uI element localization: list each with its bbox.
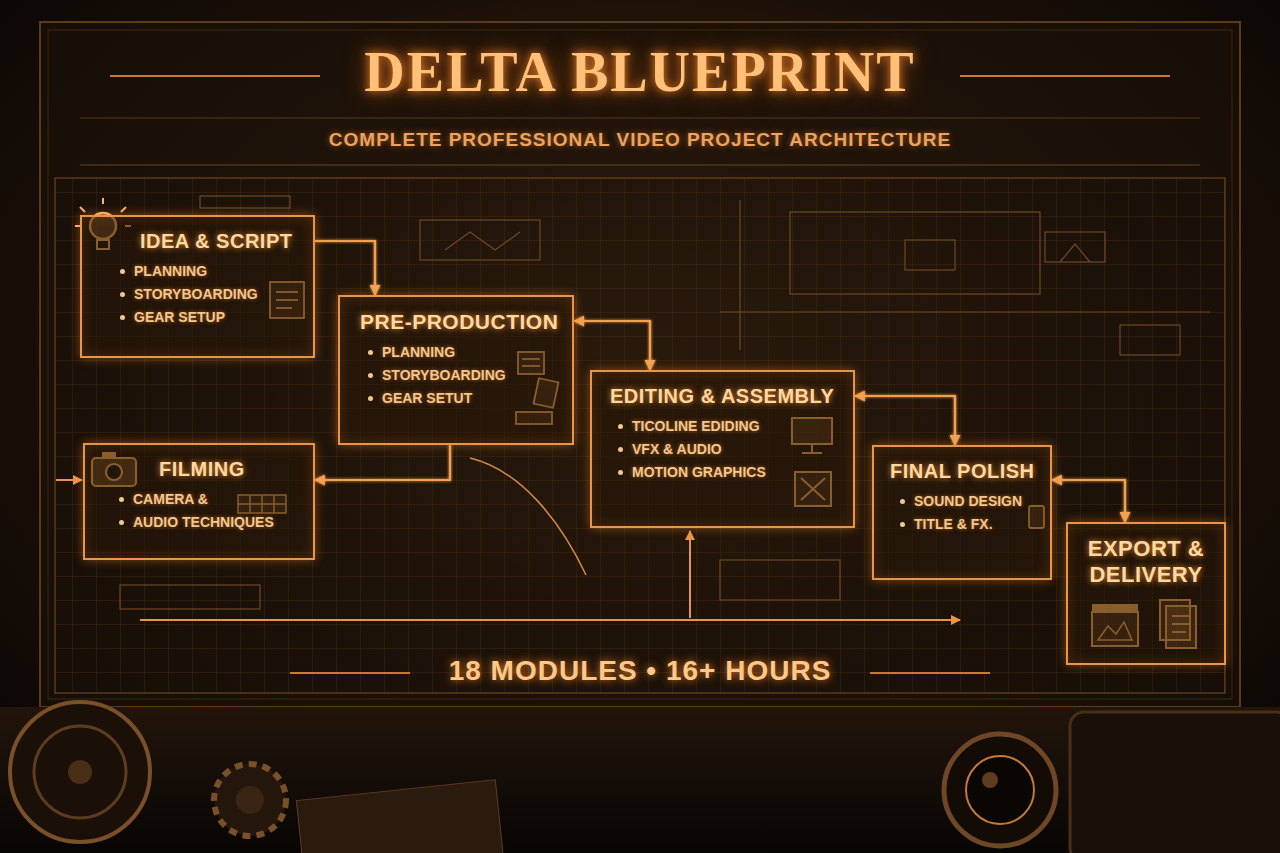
bullet-text: VFX & AUDIO [632, 441, 722, 458]
diagram-title: DELTA BLUEPRINT [0, 40, 1280, 104]
paper-sheet [296, 780, 503, 853]
bullet-dot [120, 269, 125, 274]
flow-connector [855, 479, 872, 481]
bullet-dot [618, 424, 623, 429]
bullet-text: SOUND DESIGN [914, 493, 1022, 510]
sketch-rect [200, 196, 290, 208]
camera-prop [944, 712, 1280, 853]
sketch-rect [720, 560, 840, 600]
flow-connector [315, 445, 450, 480]
gear [214, 764, 286, 836]
process-box: FINAL POLISH SOUND DESIGN TITLE & FX. [872, 445, 1052, 580]
bullet-text: PLANNING [382, 344, 455, 361]
process-box: EXPORT & DELIVERY [1066, 522, 1226, 665]
flow-connector [207, 358, 209, 443]
bullet-dot [368, 373, 373, 378]
header-rule [80, 164, 1200, 165]
film-reel [10, 702, 150, 842]
process-box: FILMING CAMERA & AUDIO TECHNIQUES [83, 443, 315, 560]
bullet-text: TITLE & FX. [914, 516, 993, 533]
timeline-line [140, 619, 960, 621]
camera-prop-body [1070, 712, 1280, 853]
board [40, 22, 1240, 707]
bullet-item: TITLE & FX. [900, 516, 1036, 533]
sketch-zigzag [445, 232, 520, 250]
bullet-dot [119, 520, 124, 525]
bullet-item: SOUND DESIGN [900, 493, 1036, 510]
reel-rim [10, 702, 150, 842]
sketch-line [739, 200, 740, 350]
bullet-item: VFX & AUDIO [618, 441, 839, 458]
bullet-dot [900, 499, 905, 504]
bullet-text: STORYBOARDING [382, 367, 506, 384]
bullet-item: STORYBOARDING [368, 367, 558, 384]
bullet-dot [618, 470, 623, 475]
box-heading: EXPORT & DELIVERY [1076, 536, 1216, 589]
sketch-rect [905, 240, 955, 270]
reel-ring [34, 726, 126, 818]
process-box: IDEA & SCRIPT PLANNING STORYBOARDING GEAR S… [80, 215, 315, 358]
camera-prop-glass [966, 756, 1034, 824]
sketch-rect [1120, 325, 1180, 355]
feed-line [689, 531, 691, 618]
bullet-text: PLANNING [134, 263, 207, 280]
flow-connector [1052, 480, 1125, 522]
title-rule [960, 75, 1170, 77]
bullet-item: CAMERA & [119, 491, 299, 508]
sketch-rect [1045, 232, 1105, 262]
bullet-text: GEAR SETUP [134, 309, 225, 326]
gear-hub [236, 786, 264, 814]
process-box: EDITING & ASSEMBLY TICOLINE EDIDING VFX & … [590, 370, 855, 528]
bullet-dot [900, 522, 905, 527]
bullet-item: STORYBOARDING [120, 286, 299, 303]
bullet-item: PLANNING [120, 263, 299, 280]
box-heading: EDITING & ASSEMBLY [610, 384, 839, 408]
bullet-text: CAMERA & [133, 491, 208, 508]
flow-connector [574, 404, 590, 406]
stats-rule [290, 672, 410, 674]
bullet-item: MOTION GRAPHICS [618, 464, 839, 481]
bullet-dot [368, 350, 373, 355]
entry-arrow [56, 479, 82, 481]
bullet-item: GEAR SETUP [120, 309, 299, 326]
bullet-item: PLANNING [368, 344, 558, 361]
reel-hub [68, 760, 92, 784]
camera-prop-glint [982, 772, 998, 788]
bullet-item: TICOLINE EDIDING [618, 418, 839, 435]
sketch-roof [1060, 244, 1090, 262]
stats-line: 18 MODULES • 16+ HOURS [0, 655, 1280, 687]
flow-connector [855, 396, 955, 445]
flow-connector [574, 321, 650, 370]
bullet-text: GEAR SETUT [382, 390, 472, 407]
bullet-text: STORYBOARDING [134, 286, 258, 303]
subtitle: COMPLETE PROFESSIONAL VIDEO PROJECT ARCH… [0, 129, 1280, 151]
title-rule [110, 75, 320, 77]
stats-rule [870, 672, 990, 674]
bullet-item: AUDIO TECHNIQUES [119, 514, 299, 531]
sketch-curve [470, 458, 586, 575]
sketch-rect [120, 585, 260, 609]
bullet-text: AUDIO TECHNIQUES [133, 514, 274, 531]
box-heading: FINAL POLISH [890, 459, 1036, 483]
process-box: PRE-PRODUCTION PLANNING STORYBOARDING GEAR … [338, 295, 574, 445]
bullet-item: GEAR SETUT [368, 390, 558, 407]
gear-teeth [214, 764, 286, 836]
sketch-rect [420, 220, 540, 260]
flow-connector [315, 241, 375, 295]
bullet-dot [368, 396, 373, 401]
bullet-dot [119, 497, 124, 502]
bullet-dot [618, 447, 623, 452]
bullet-text: MOTION GRAPHICS [632, 464, 766, 481]
bullet-dot [120, 315, 125, 320]
box-heading: FILMING [159, 457, 299, 481]
blueprint-grid [55, 178, 1225, 693]
bullet-text: TICOLINE EDIDING [632, 418, 760, 435]
sketch-line [720, 311, 1210, 312]
header-rule [80, 118, 1200, 119]
sketch-rect [790, 212, 1040, 294]
camera-prop-lens [944, 734, 1056, 846]
bullet-dot [120, 292, 125, 297]
box-heading: PRE-PRODUCTION [360, 309, 558, 334]
box-heading: IDEA & SCRIPT [140, 229, 299, 253]
